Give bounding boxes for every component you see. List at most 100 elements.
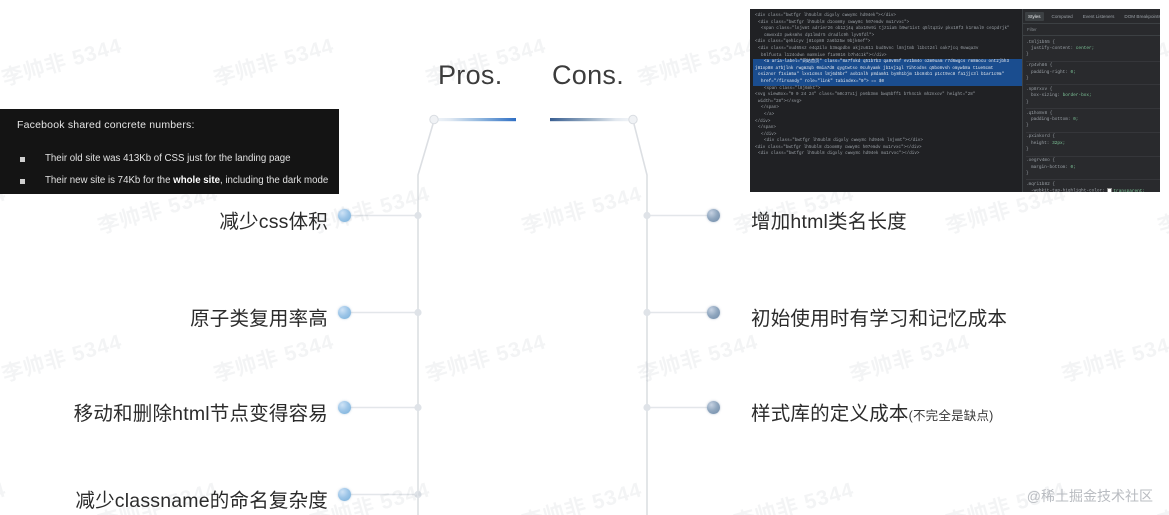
devtools-dom-line[interactable]: <div class="qehicyv j81op88 za6b25w 9bjk… (755, 40, 871, 45)
pros-bar-node (429, 114, 439, 125)
devtools-dom-line[interactable]: <div class="oud65sz e4q2ilo b3mqpdbn akj… (758, 46, 979, 51)
bullet-2-pre: Their new site is 74Kb for the (45, 175, 174, 186)
devtools-dom-tree: <div class="bwtfgr lh5ubl8 digxly cwwy8c… (750, 9, 1022, 192)
pros-stem (417, 123, 434, 515)
devtools-css-selector: .q1ho8v8 { (1026, 110, 1053, 116)
cons-node-2 (643, 308, 651, 317)
devtools-css-rule-close: } (1026, 170, 1029, 176)
devtools-css-rule[interactable]: .rp4vh86 {padding-right: 0;} (1026, 62, 1160, 86)
devtools-css-rule-close: } (1026, 123, 1029, 129)
devtools-dom-line[interactable]: <div class="bwtfgr lh5ubl8 digxly cwwy8c… (764, 139, 923, 144)
css-property-name: box-sizing: (1031, 93, 1063, 99)
devtools-css-rule-close: } (1026, 99, 1029, 105)
cons-label-2: 初始使用时有学习和记忆成本 (751, 308, 1008, 330)
css-property-value: center; (1075, 45, 1095, 51)
pros-label-3: 移动和删除html节点变得容易 (73, 403, 328, 425)
devtools-screenshot: <div class="bwtfgr lh5ubl8 digxly cwwy8c… (750, 9, 1160, 192)
devtools-css-rule-close: } (1026, 52, 1029, 58)
pros-dot-2[interactable] (338, 306, 351, 319)
devtools-tab-event-listeners[interactable]: Event Listeners (1082, 13, 1115, 19)
devtools-dom-line[interactable]: href="/firsandy" role="link" tabindex="0… (753, 78, 1022, 86)
pros-label-2: 原子类复用率高 (190, 308, 328, 330)
cons-dot-2[interactable] (707, 306, 720, 319)
css-property-value: 0; (1073, 117, 1079, 123)
cons-bar-node (628, 114, 638, 125)
devtools-css-selector: .pxinkord { (1026, 134, 1055, 140)
color-swatch-icon (1107, 188, 1113, 192)
devtools-tab-styles[interactable]: Styles (1025, 11, 1044, 21)
css-property-value: 0; (1070, 69, 1076, 75)
css-property-name: padding-right: (1031, 69, 1071, 75)
pros-node-3 (414, 403, 422, 412)
devtools-dom-line[interactable]: </div> (761, 132, 777, 137)
devtools-dom-line[interactable]: cmwoxd3 pwksmhs dp1lmdr5 dradlc9h lyv5fd… (764, 33, 875, 38)
facebook-stats-list: Their old site was 413Kb of CSS just for… (17, 148, 328, 192)
devtools-css-declaration[interactable]: box-sizing: border-box; (1026, 93, 1160, 99)
devtools-dom-line[interactable]: width="28"></svg> (758, 99, 802, 104)
pros-bar-segment-light (432, 118, 516, 122)
source-credit: @稀土掘金技术社区 (1026, 488, 1153, 504)
devtools-dom-line[interactable]: b6lfuota l124odwn ma8niue f1a9816 b7h4c1… (761, 53, 887, 58)
pros-dot-4[interactable] (338, 488, 351, 501)
devtools-tab-dom-breakpoints[interactable]: DOM Breakpoints (1124, 13, 1160, 19)
devtools-css-rule[interactable]: .mqri1b82 {-webkit-tap-highlight-color: … (1026, 180, 1160, 192)
devtools-filter-input[interactable]: Filter (1023, 24, 1160, 36)
devtools-dom-line[interactable]: <div class="bwtfgr lh5ubl8 d1oom8y cwwy8… (758, 20, 910, 25)
devtools-dom-line[interactable]: <div class="bwtfgr lh5ubl8 d1oom8y cwwy8… (755, 145, 922, 150)
cons-stem (633, 123, 648, 515)
devtools-tab-computed[interactable]: Computed (1051, 13, 1073, 19)
css-property-value: 0; (1070, 164, 1076, 170)
css-property-name: -webkit-tap-highlight-color: (1031, 188, 1108, 192)
devtools-css-selector: .rp4vh86 { (1026, 63, 1053, 69)
pros-label-4: 减少classname的命名复杂度 (75, 490, 328, 512)
devtools-dom-line[interactable]: <div class="bwtfgr lh5ubl8 digxly cwwy8c… (755, 14, 896, 18)
devtools-dom-line[interactable]: <svg viewBox="0 0 24 24" class="m0c37x1j… (755, 93, 976, 98)
pros-node-1 (414, 211, 422, 220)
devtools-css-selector: .t8lj1b55 { (1026, 39, 1055, 45)
bullet-2-post: , including the dark mode (220, 175, 329, 186)
devtools-css-selector: .np8rxxv { (1026, 86, 1053, 92)
devtools-css-rule[interactable]: .t8lj1b55 {justify-content: center;} (1026, 38, 1160, 62)
devtools-dom-line[interactable]: osiznor f1sim5a" lxv1c8s4 l8j6d5br" aob1… (753, 72, 1022, 79)
devtools-css-rule-close: } (1026, 76, 1029, 82)
devtools-css-rule[interactable]: .oegrv4mo {margin-bottom: 0;} (1026, 157, 1160, 181)
pros-dot-3[interactable] (338, 401, 351, 414)
devtools-css-selector: .mqri1b82 { (1026, 181, 1055, 187)
devtools-styles-pane: Styles Computed Event Listeners DOM Breakpo… (1022, 9, 1160, 192)
cons-label-3-note: (不完全是缺点) (908, 409, 994, 423)
devtools-dom-line[interactable]: <span class="lnjvmt adrier26 ob12j4q abx… (761, 27, 1010, 32)
devtools-css-rule[interactable]: .q1ho8v8 {padding-bottom: 0;} (1026, 109, 1160, 133)
cons-dot-1[interactable] (707, 209, 720, 222)
devtools-dom-line[interactable]: </a> (764, 112, 775, 117)
css-property-name: margin-bottom: (1031, 164, 1071, 170)
pros-label-1: 减少css体积 (219, 211, 328, 233)
cons-column-title: Cons. (552, 60, 625, 90)
devtools-css-rule[interactable]: .pxinkord {height: 32px;} (1026, 133, 1160, 157)
pros-column-title: Pros. (438, 60, 503, 90)
css-property-value: 32px; (1052, 140, 1066, 146)
devtools-css-declaration[interactable]: margin-bottom: 0; (1026, 165, 1160, 171)
pros-dot-1[interactable] (338, 209, 351, 222)
devtools-dom-line[interactable]: </span> (758, 126, 776, 131)
pros-node-2 (414, 308, 422, 317)
devtools-css-declaration[interactable]: padding-bottom: 0; (1026, 117, 1160, 123)
css-property-value: border-box; (1062, 93, 1092, 99)
facebook-stats-title: Facebook shared concrete numbers: (17, 119, 195, 131)
devtools-css-declaration[interactable]: justify-content: center; (1026, 46, 1160, 52)
devtools-css-rule[interactable]: .np8rxxv {box-sizing: border-box;} (1026, 85, 1160, 110)
devtools-css-declaration[interactable]: padding-right: 0; (1026, 70, 1160, 76)
devtools-css-rule-close: } (1026, 147, 1029, 153)
devtools-dom-line[interactable]: <div class="bwtfgr lh5ubl8 digxly cwwy8c… (758, 152, 920, 157)
facebook-stats-panel: Facebook shared concrete numbers: Their … (0, 109, 339, 194)
devtools-dom-line[interactable]: <span class="l8j6mkt"> (764, 86, 821, 91)
devtools-dom-line[interactable]: </span> (761, 106, 779, 111)
bullet-2-bold: whole site (173, 175, 220, 186)
devtools-css-declaration[interactable]: -webkit-tap-highlight-color: transparent… (1026, 188, 1160, 192)
devtools-dom-line[interactable]: <a aria-label="网站首页" class="8a7fokd q51b… (753, 59, 1022, 66)
devtools-dom-line[interactable]: </div> (755, 119, 771, 124)
facebook-stats-bullet-1: Their old site was 413Kb of CSS just for… (17, 148, 328, 170)
devtools-dom-line[interactable]: j81op88 a7bjlnk rwgm3qb 0mia7d8 qygtwtso… (753, 65, 1022, 73)
cons-dot-3[interactable] (707, 401, 720, 414)
devtools-css-declaration[interactable]: height: 32px; (1026, 141, 1160, 147)
